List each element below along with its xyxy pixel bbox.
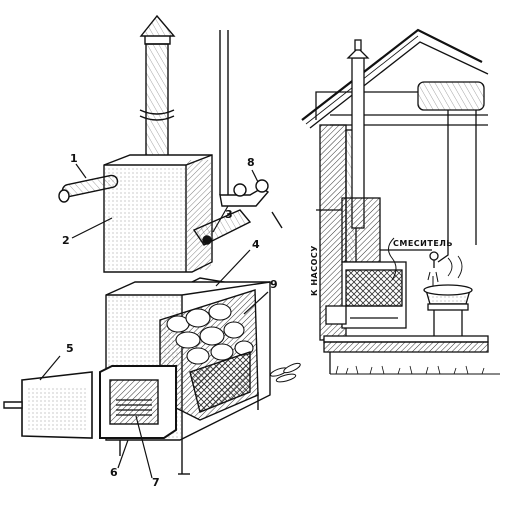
callout-3: 3: [225, 208, 233, 221]
stove-illustration: [3, 14, 301, 479]
callout-2: 2: [62, 234, 70, 247]
callout-8: 8: [247, 156, 255, 169]
callout-1: 1: [70, 152, 78, 165]
callout-9: 9: [270, 278, 278, 291]
bathhouse-section: [301, 28, 500, 375]
mixer-label: СМЕСИТЕЛЬ: [393, 239, 453, 248]
to-pump-label: К НАСОСУ: [310, 245, 319, 296]
callout-6: 6: [110, 466, 118, 479]
callout-5: 5: [66, 342, 74, 355]
callout-labels: 1 2 3 4 5 6 7 8 9: [62, 152, 278, 489]
callout-7: 7: [152, 476, 160, 489]
callout-4: 4: [252, 238, 260, 251]
